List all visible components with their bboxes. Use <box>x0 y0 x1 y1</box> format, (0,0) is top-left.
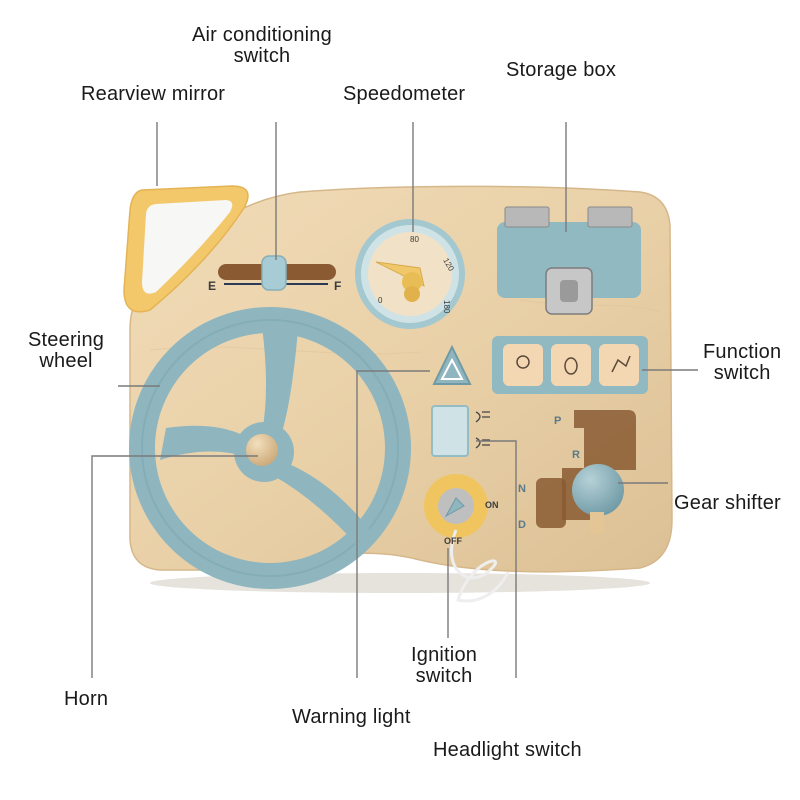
gear-label-p: P <box>554 415 561 427</box>
sun-button[interactable] <box>503 344 543 386</box>
circle-button[interactable] <box>551 344 591 386</box>
seat-icon <box>611 355 631 373</box>
wheel-spoke-left <box>160 425 252 460</box>
headlight-switch[interactable] <box>431 405 490 457</box>
label-ignition-switch: Ignition switch <box>411 644 478 687</box>
warning-light-button[interactable] <box>432 344 472 385</box>
label-air-conditioning-switch: Air conditioning switch <box>192 24 332 67</box>
horn-button[interactable] <box>246 434 278 466</box>
gear-stick <box>590 512 604 534</box>
wheel-spoke-bottom <box>274 462 370 544</box>
speed-label-0: 0 <box>378 296 383 305</box>
label-rearview-mirror: Rearview mirror <box>81 83 226 105</box>
label-headlight-switch: Headlight switch <box>433 739 582 761</box>
gear-knob[interactable] <box>572 464 624 516</box>
ac-label-e: E <box>208 279 216 293</box>
ac-label-f: F <box>334 279 341 293</box>
warning-triangle-icon <box>440 357 464 380</box>
leader-horn <box>91 455 258 678</box>
sun-icon <box>516 355 530 369</box>
storage-box[interactable] <box>497 206 641 315</box>
speed-label-180: 180 <box>442 300 451 314</box>
seat-button[interactable] <box>599 344 639 386</box>
leader-lines <box>91 122 698 678</box>
circle-icon <box>564 357 578 375</box>
speed-label-80: 80 <box>410 235 419 244</box>
gear-slot-n <box>536 478 566 528</box>
label-horn: Horn <box>64 688 109 710</box>
ignition-label-on: ON <box>485 500 499 510</box>
leader-headlight-switch <box>476 440 517 678</box>
label-function-switch: Function switch <box>703 341 782 384</box>
wood-grain <box>519 299 661 313</box>
key-string <box>450 529 510 603</box>
hinge-right <box>587 206 633 228</box>
high-beam-icon <box>475 411 490 423</box>
air-conditioning-slider[interactable] <box>218 255 336 291</box>
label-storage-box: Storage box <box>506 59 617 81</box>
ignition-key[interactable] <box>444 497 465 518</box>
steering-wheel[interactable] <box>129 307 411 589</box>
label-speedometer: Speedometer <box>343 83 466 105</box>
leader-warning-light <box>356 370 430 678</box>
gear-shifter[interactable] <box>536 410 636 534</box>
function-switch-panel <box>492 336 648 394</box>
ignition-switch[interactable] <box>424 474 510 603</box>
gear-label-d: D <box>518 519 526 531</box>
ac-slider-knob[interactable] <box>261 255 287 291</box>
label-warning-light: Warning light <box>292 706 411 728</box>
wheel-spoke-top <box>262 326 298 432</box>
ignition-label-off: OFF <box>444 536 462 546</box>
speedometer-dial[interactable] <box>355 219 465 329</box>
low-beam-icon <box>475 437 490 449</box>
label-steering-wheel: Steering wheel <box>28 329 105 372</box>
gear-label-n: N <box>518 483 526 495</box>
rearview-mirror[interactable] <box>123 185 249 313</box>
gear-label-r: R <box>572 449 580 461</box>
hinge-left <box>504 206 550 228</box>
label-gear-shifter: Gear shifter <box>674 492 781 514</box>
